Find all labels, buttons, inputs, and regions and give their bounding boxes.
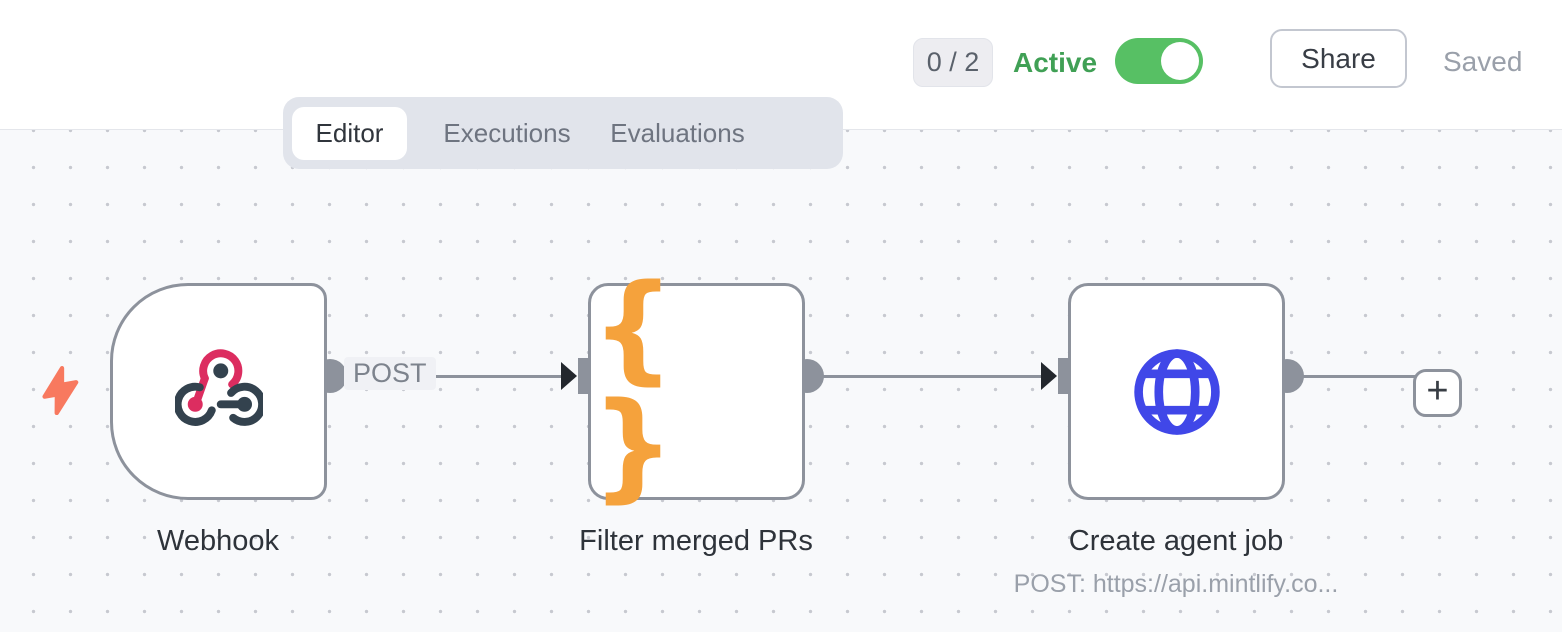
tab-editor[interactable]: Editor bbox=[292, 106, 407, 160]
active-label: Active bbox=[1013, 47, 1098, 78]
view-tabbar: Editor Executions Evaluations bbox=[283, 97, 843, 169]
node-webhook-label: Webhook bbox=[157, 525, 279, 557]
add-node-button[interactable]: + bbox=[1413, 369, 1462, 417]
connection-webhook-filter[interactable] bbox=[332, 375, 566, 378]
create-input-arrow-icon bbox=[1041, 362, 1057, 390]
trigger-bolt-icon bbox=[42, 366, 79, 415]
toggle-knob bbox=[1161, 42, 1199, 80]
tab-executions[interactable]: Executions bbox=[443, 117, 571, 148]
node-webhook[interactable] bbox=[110, 283, 327, 500]
active-toggle[interactable] bbox=[1115, 38, 1203, 84]
node-filter-merged-prs[interactable]: { } bbox=[588, 268, 805, 504]
share-button[interactable]: Share bbox=[1270, 29, 1407, 88]
saved-status: Saved bbox=[1443, 46, 1523, 77]
node-create-label: Create agent job bbox=[1068, 525, 1284, 557]
filter-input-arrow-icon bbox=[561, 362, 577, 390]
code-braces-icon: { } bbox=[591, 257, 680, 514]
node-create-subtitle: POST: https://api.mintlify.co... bbox=[1013, 570, 1339, 598]
node-create-agent-job[interactable] bbox=[1068, 283, 1285, 500]
connection-method-label: POST bbox=[344, 357, 436, 390]
issue-counter-badge[interactable]: 0 / 2 bbox=[913, 38, 993, 87]
connection-create-plus[interactable] bbox=[1289, 375, 1415, 378]
workflow-canvas[interactable]: POST Webhook bbox=[0, 129, 1562, 632]
connection-filter-create[interactable] bbox=[809, 375, 1046, 378]
node-filter-label: Filter merged PRs bbox=[579, 525, 813, 557]
globe-icon bbox=[1133, 348, 1220, 435]
webhook-icon bbox=[174, 348, 263, 426]
tab-evaluations[interactable]: Evaluations bbox=[610, 117, 745, 148]
